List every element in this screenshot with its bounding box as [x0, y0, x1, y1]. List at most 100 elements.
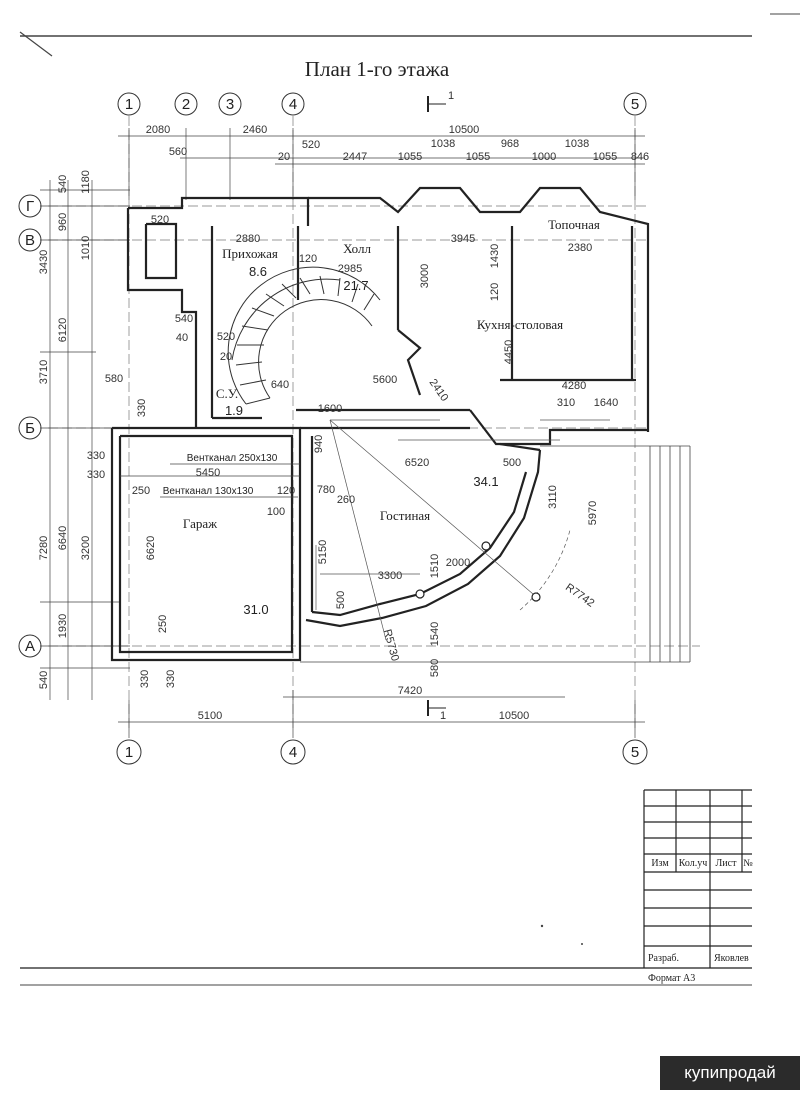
dim-inner-r7742: R7742 — [563, 581, 596, 609]
axis-top-3: 3 — [226, 96, 234, 113]
dim-left-1010: 1010 — [80, 236, 92, 260]
dimension-lines-left — [40, 180, 130, 700]
dim-inner-100: 100 — [267, 506, 285, 518]
room-hall-entry-name: Прихожая — [222, 246, 278, 261]
axis-bubbles-left — [18, 194, 42, 658]
dim-inner-1640: 1640 — [594, 397, 618, 409]
dim-inner-640: 640 — [271, 379, 289, 391]
dim-inner-2410: 2410 — [427, 377, 451, 404]
dim-inner-330d: 330 — [165, 670, 177, 688]
dim-inner-5150: 5150 — [317, 540, 329, 564]
dim-inner-330c: 330 — [139, 670, 151, 688]
dim-inner-3300: 3300 — [378, 570, 402, 582]
title-block — [643, 789, 752, 968]
section-mark-bottom — [427, 700, 446, 716]
dim-top-2460: 2460 — [243, 124, 267, 136]
dim-bottom-7420: 7420 — [398, 685, 422, 697]
section-mark-top — [427, 96, 446, 112]
dim-top-968: 968 — [501, 138, 519, 150]
dim-left-3200: 3200 — [80, 536, 92, 560]
dim-inner-3945: 3945 — [451, 233, 475, 245]
dim-top-560: 560 — [169, 146, 187, 158]
dim-inner-260: 260 — [337, 494, 355, 506]
tb-cell-no: № — [743, 858, 753, 869]
vent-label-2: Вентканал 130х130 — [163, 486, 254, 497]
axis-top-5: 5 — [631, 96, 639, 113]
format-label: Формат А3 — [648, 973, 695, 984]
axis-left-b: Б — [25, 420, 35, 437]
axis-left-v: В — [25, 232, 35, 249]
watermark-badge: купипродай — [660, 1056, 800, 1090]
axis-top-2: 2 — [182, 96, 190, 113]
dim-top-1055b: 1055 — [466, 151, 490, 163]
dim-left-960: 960 — [57, 213, 69, 231]
room-wc-name: С.У. — [216, 386, 238, 401]
dim-left-6640: 6640 — [57, 526, 69, 550]
axis-left-g: Г — [26, 198, 34, 215]
dimension-lines-bottom — [118, 690, 645, 738]
room-hall-entry-area: 8.6 — [249, 264, 267, 279]
construction-lines — [315, 419, 610, 641]
dim-left-330a: 330 — [87, 450, 105, 462]
axis-bubbles-top — [117, 92, 647, 116]
plan-title: План 1-го этажа — [305, 57, 450, 81]
column-markers — [415, 541, 541, 602]
spiral-stair — [227, 266, 381, 405]
dim-inner-6620: 6620 — [145, 536, 157, 560]
axis-top-4: 4 — [289, 96, 297, 113]
tb-cell-kol: Кол.уч — [679, 858, 708, 869]
room-kitchen-name: Кухня-столовая — [477, 317, 563, 332]
dim-inner-3110: 3110 — [547, 485, 559, 509]
dim-top-20: 20 — [278, 151, 290, 163]
dim-inner-2000: 2000 — [446, 557, 470, 569]
dim-inner-520b: 520 — [217, 331, 235, 343]
section-mark-bottom-label: 1 — [440, 710, 446, 722]
dim-inner-580b: 580 — [429, 659, 441, 677]
dim-left-540-bottom: 540 — [38, 671, 50, 689]
axis-bottom-5: 5 — [631, 744, 639, 761]
vent-label-1: Вентканал 250х130 — [187, 453, 278, 464]
dim-inner-5970: 5970 — [587, 501, 599, 525]
dim-left-1180: 1180 — [80, 170, 92, 194]
dim-top-2447: 2447 — [343, 151, 367, 163]
dim-inner-780: 780 — [317, 484, 335, 496]
dim-inner-500a: 500 — [503, 457, 521, 469]
dim-inner-940: 940 — [313, 435, 325, 453]
dim-inner-20: 20 — [220, 351, 232, 363]
dim-top-1055a: 1055 — [398, 151, 422, 163]
room-living-name: Гостиная — [380, 508, 430, 523]
dim-inner-1540: 1540 — [429, 622, 441, 646]
dim-inner-500b: 500 — [335, 591, 347, 609]
paper-specks — [540, 924, 583, 945]
room-hall-area: 21.7 — [343, 278, 368, 293]
tb-dev-label: Разраб. — [648, 953, 679, 964]
dim-inner-310: 310 — [557, 397, 575, 409]
dim-top-10500: 10500 — [449, 124, 480, 136]
section-mark-top-label: 1 — [448, 90, 454, 102]
dim-left-6120: 6120 — [57, 318, 69, 342]
room-hall-name: Холл — [343, 241, 371, 256]
axis-bottom-1: 1 — [125, 744, 133, 761]
dim-left-330b: 330 — [87, 469, 105, 481]
dim-left-3430: 3430 — [38, 250, 50, 274]
dim-left-3710: 3710 — [38, 360, 50, 384]
axis-left-a: А — [25, 638, 35, 655]
dim-left-7280: 7280 — [38, 536, 50, 560]
dim-inner-580: 580 — [105, 373, 123, 385]
dim-inner-3000: 3000 — [419, 264, 431, 288]
dim-top-2080: 2080 — [146, 124, 170, 136]
dim-top-1038a: 1038 — [431, 138, 455, 150]
dim-inner-4280: 4280 — [562, 380, 586, 392]
dim-inner-120b: 120 — [489, 283, 501, 301]
dim-left-1930: 1930 — [57, 614, 69, 638]
dim-inner-5600: 5600 — [373, 374, 397, 386]
dim-top-1000: 1000 — [532, 151, 556, 163]
dim-inner-330: 330 — [136, 399, 148, 417]
dim-inner-1510: 1510 — [429, 554, 441, 578]
dim-inner-1600: 1600 — [318, 403, 342, 415]
tb-cell-izm: Изм — [651, 858, 669, 869]
dim-bottom-10500: 10500 — [499, 710, 530, 722]
dim-inner-r5730: R5730 — [381, 628, 401, 662]
terrace-hatching — [300, 445, 691, 663]
